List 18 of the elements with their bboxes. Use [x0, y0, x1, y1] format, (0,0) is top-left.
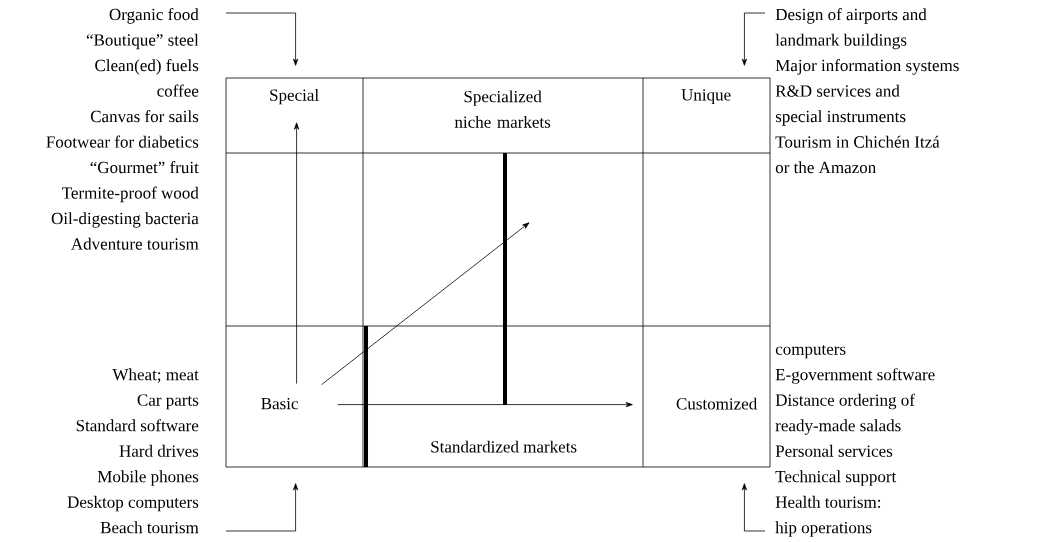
item-list: Organic food “Boutique” steel Clean(ed) fuels coffee Canvas for sails Footwear for diabetics “Gourmet” fruit Termite-proof wood Oil-digesting bacteria Adventure tourism	[46, 8, 199, 250]
cell-label: Customized	[676, 397, 757, 410]
item-list: Design of airports and landmark buildings Major information systems R&D services and special instruments Tourism in Chichén Itzá or the Amazon	[775, 8, 959, 174]
arrow	[741, 483, 766, 532]
cell-label: Special	[270, 88, 319, 105]
item-list: Wheat; meat Car parts Standard software Hard drives Mobile phones Desktop computers Beach tourism	[67, 368, 199, 534]
cell-label: Basic	[261, 397, 298, 410]
arrow	[337, 402, 633, 408]
arrow	[225, 12, 299, 66]
cell-label: Unique	[681, 89, 731, 105]
table-grid	[225, 77, 771, 468]
arrow	[321, 222, 530, 385]
cell-label: Specialized niche markets	[454, 90, 551, 128]
cell-label: Standardized markets	[431, 440, 577, 453]
arrow	[294, 122, 300, 384]
arrow	[741, 12, 766, 66]
item-list: computers E-government software Distance ordering of ready-made salads Personal services Technical support Health tourism: hip operations	[775, 345, 935, 537]
arrow	[225, 483, 299, 532]
